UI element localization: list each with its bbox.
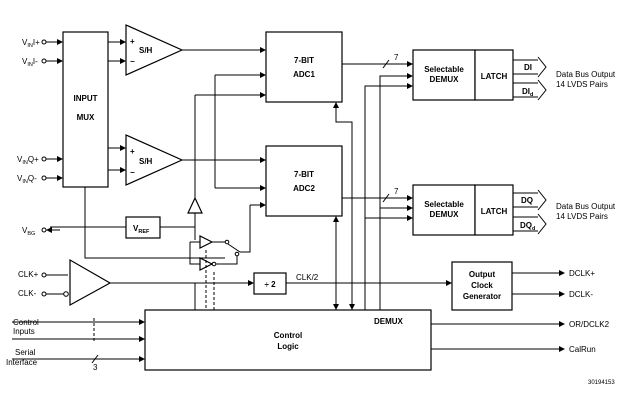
bus-width-bottom: 7 (394, 187, 399, 196)
dclk-plus-label: DCLK+ (569, 269, 595, 278)
adc1-block (265, 31, 343, 103)
figure-id: 30194153 (588, 380, 615, 386)
dqd-label: DQd (520, 221, 535, 232)
occ-label-3: Generator (463, 292, 501, 301)
did-label: DId (522, 87, 533, 98)
clk-buffer-1 (199, 235, 214, 249)
vin-i-minus-label: VINI- (22, 57, 38, 68)
clk-minus-label: CLK- (18, 289, 37, 298)
vin-q-plus-label: VINQ+ (17, 155, 39, 166)
clk-plus-label: CLK+ (18, 270, 39, 279)
clk-half-label: CLK/2 (296, 273, 319, 282)
control-logic-block (144, 309, 432, 371)
output-clock-generator-block (451, 261, 513, 311)
adc2-block (265, 145, 343, 217)
clk-input-buffer (69, 258, 112, 307)
latch-top-label: LATCH (481, 72, 508, 81)
switch-contact-1 (224, 239, 230, 245)
or-dclk2-label: OR/DCLK2 (569, 320, 610, 329)
sh-bottom-plus: + (130, 147, 135, 156)
vbg-pin (41, 227, 47, 233)
bus-bottom-label-2: 14 LVDS Pairs (556, 212, 608, 221)
vin-i-plus-pin (41, 39, 47, 45)
control-inputs-label-2: Inputs (13, 327, 35, 336)
sh-bottom-amp (125, 134, 184, 186)
sh-top-minus: − (130, 57, 135, 66)
clk-plus-pin (41, 272, 47, 278)
demux-top-label-1: Selectable (424, 65, 464, 74)
demux-bottom-label-2: DEMUX (430, 210, 460, 219)
serial-interface-label-1: Serial (15, 348, 36, 357)
switch-contact-2 (234, 251, 240, 257)
sh-bottom-minus: − (130, 168, 135, 177)
adc1-label-1: 7-BIT (294, 56, 314, 65)
demux-top-label-2: DEMUX (430, 75, 460, 84)
input-mux-label-1: INPUT (74, 94, 98, 103)
dclk-minus-label: DCLK- (569, 290, 593, 299)
calrun-label: CalRun (569, 345, 596, 354)
demux-control-label: DEMUX (374, 317, 404, 326)
vref-label: VREF (133, 224, 150, 235)
sh-top-plus: + (130, 37, 135, 46)
adc2-label-1: 7-BIT (294, 170, 314, 179)
vbg-label: VBG (22, 226, 35, 237)
latch-top-block (474, 49, 514, 101)
bus-bottom-label-1: Data Bus Output (556, 202, 616, 211)
adc2-label-2: ADC2 (293, 184, 315, 193)
control-logic-label-2: Logic (277, 342, 299, 351)
clk-buffer-2 (199, 257, 214, 271)
input-mux-block (62, 31, 109, 188)
sh-top-label: S/H (139, 46, 153, 55)
latch-bottom-label: LATCH (481, 207, 508, 216)
vin-i-minus-pin (41, 58, 47, 64)
demux-top-block (412, 49, 476, 101)
latch-bottom-block (474, 184, 514, 236)
demux-bottom-block (412, 184, 476, 236)
ref-buffer (187, 196, 203, 214)
serial-interface-label-2: Interface (6, 358, 38, 367)
control-logic-label-1: Control (274, 331, 302, 340)
adc1-label-2: ADC1 (293, 70, 315, 79)
di-label: DI (524, 63, 532, 72)
clk-minus-pin (41, 291, 47, 297)
vin-q-plus-pin (41, 156, 47, 162)
input-mux-label-2: MUX (77, 113, 95, 122)
vin-i-plus-label: VINI+ (22, 38, 40, 49)
sh-top-amp (125, 24, 184, 76)
serial-bus-width: 3 (93, 363, 98, 372)
dq-label: DQ (521, 196, 533, 205)
vin-q-minus-label: VINQ- (17, 174, 37, 185)
demux-bottom-label-1: Selectable (424, 200, 464, 209)
occ-label-1: Output (469, 270, 496, 279)
bus-top-label-2: 14 LVDS Pairs (556, 80, 608, 89)
vin-q-minus-pin (41, 175, 47, 181)
bus-top-label-1: Data Bus Output (556, 70, 616, 79)
occ-label-2: Clock (471, 281, 493, 290)
sh-bottom-label: S/H (139, 157, 153, 166)
bus-width-top: 7 (394, 53, 399, 62)
divide-by-two-label: ÷ 2 (264, 280, 276, 289)
